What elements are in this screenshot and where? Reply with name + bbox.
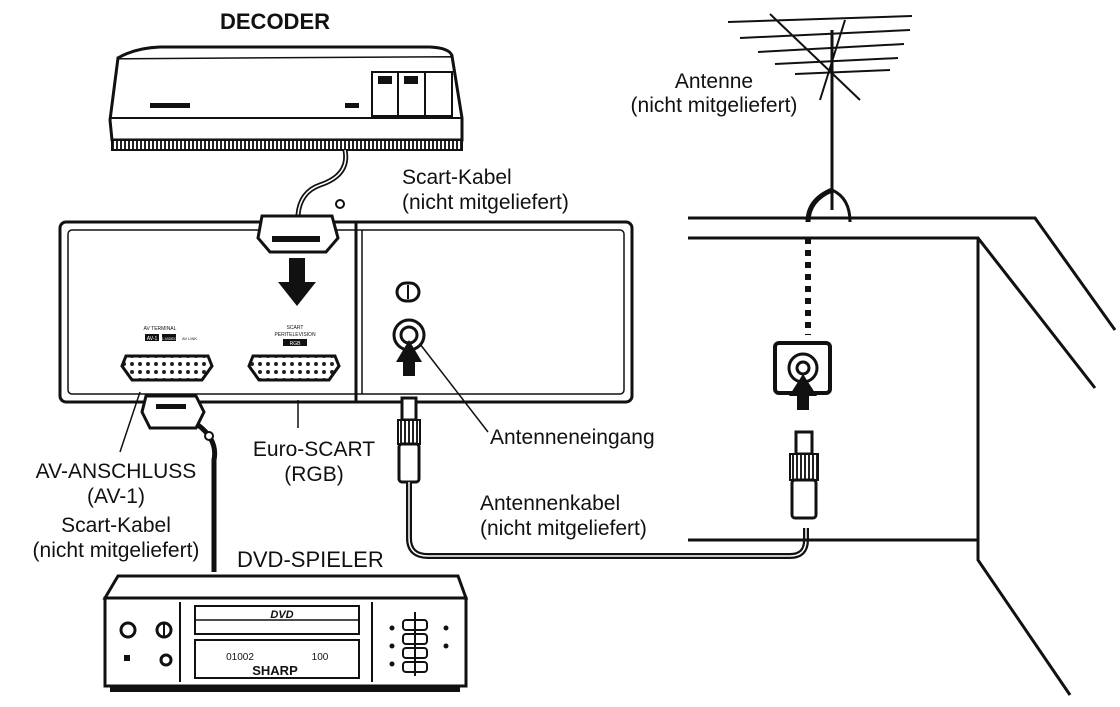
antenna-label-2: (nicht mitgeliefert): [630, 94, 798, 117]
antenna-input-label: Antenneneingang: [490, 426, 655, 449]
dvd-control-buttons: [389, 612, 449, 676]
dvd-logo-text: DVD: [270, 609, 293, 621]
up-arrow-icon: [396, 340, 422, 376]
antenna-plug-right: [789, 430, 819, 520]
rgb-text: RGB: [290, 341, 302, 347]
rgb-scart-socket: [247, 354, 341, 382]
antenna-label-1: Antenne: [674, 70, 754, 93]
antenna-cable-label-2: (nicht mitgeliefert): [480, 517, 647, 540]
scart-cable-left-label-2: (nicht mitgeliefert): [32, 539, 200, 562]
antenna-input-pointer: [419, 343, 489, 433]
av-terminal-text: AV TERMINAL: [144, 326, 177, 332]
av1-text: AV-1: [147, 336, 158, 342]
dvd-brand-text: SHARP: [252, 663, 298, 678]
dvd-player-label: DVD-SPIELER: [237, 547, 384, 572]
scart-cable-top-label-2: (nicht mitgeliefert): [402, 191, 569, 214]
dvd-display-left: 01002: [226, 652, 254, 663]
antenna-plug-left: [397, 396, 421, 484]
antenna-cable-label-1: Antennenkabel: [480, 492, 621, 515]
av-anschluss-pointer: [119, 391, 141, 453]
decoder-device: [108, 45, 464, 151]
antenna-aerial: [727, 13, 913, 223]
svideo-text: S-VIDEO: [161, 336, 177, 341]
wall-up-arrow-icon: [789, 374, 817, 410]
av-link-text: AV LINK: [182, 336, 197, 341]
peritelevision-text: PERITELEVISION: [274, 332, 316, 338]
euro-scart-label-2: (RGB): [284, 463, 344, 486]
wall-antenna-socket: [773, 341, 832, 395]
cable-clip-dot: [335, 199, 345, 209]
av-terminal-marking: AV TERMINAL AV-1 S-VIDEO AV LINK: [144, 326, 198, 342]
antenna-input-sockets: [392, 281, 426, 352]
scart-rgb-marking: SCART PERITELEVISION RGB: [274, 325, 316, 347]
scart-cable-left-label-1: Scart-Kabel: [61, 514, 171, 537]
dvd-display-right: 100: [312, 652, 329, 663]
av1-scart-plug: [140, 394, 206, 430]
av1-scart-socket: [120, 354, 214, 382]
scart-cable-top-label-1: Scart-Kabel: [402, 166, 512, 189]
scart-text: SCART: [287, 325, 304, 331]
av-anschluss-label-1: AV-ANSCHLUSS: [35, 460, 197, 483]
decoder-scart-plug: [256, 214, 340, 254]
euro-scart-label-1: Euro-SCART: [252, 438, 376, 461]
av-anschluss-label-2: (AV-1): [87, 485, 145, 508]
decoder-label: DECODER: [220, 9, 331, 34]
down-arrow-icon: [278, 258, 316, 306]
dvd-player-device: DVD 01002 100 SHARP: [102, 574, 469, 692]
room-outline: [688, 216, 1117, 696]
